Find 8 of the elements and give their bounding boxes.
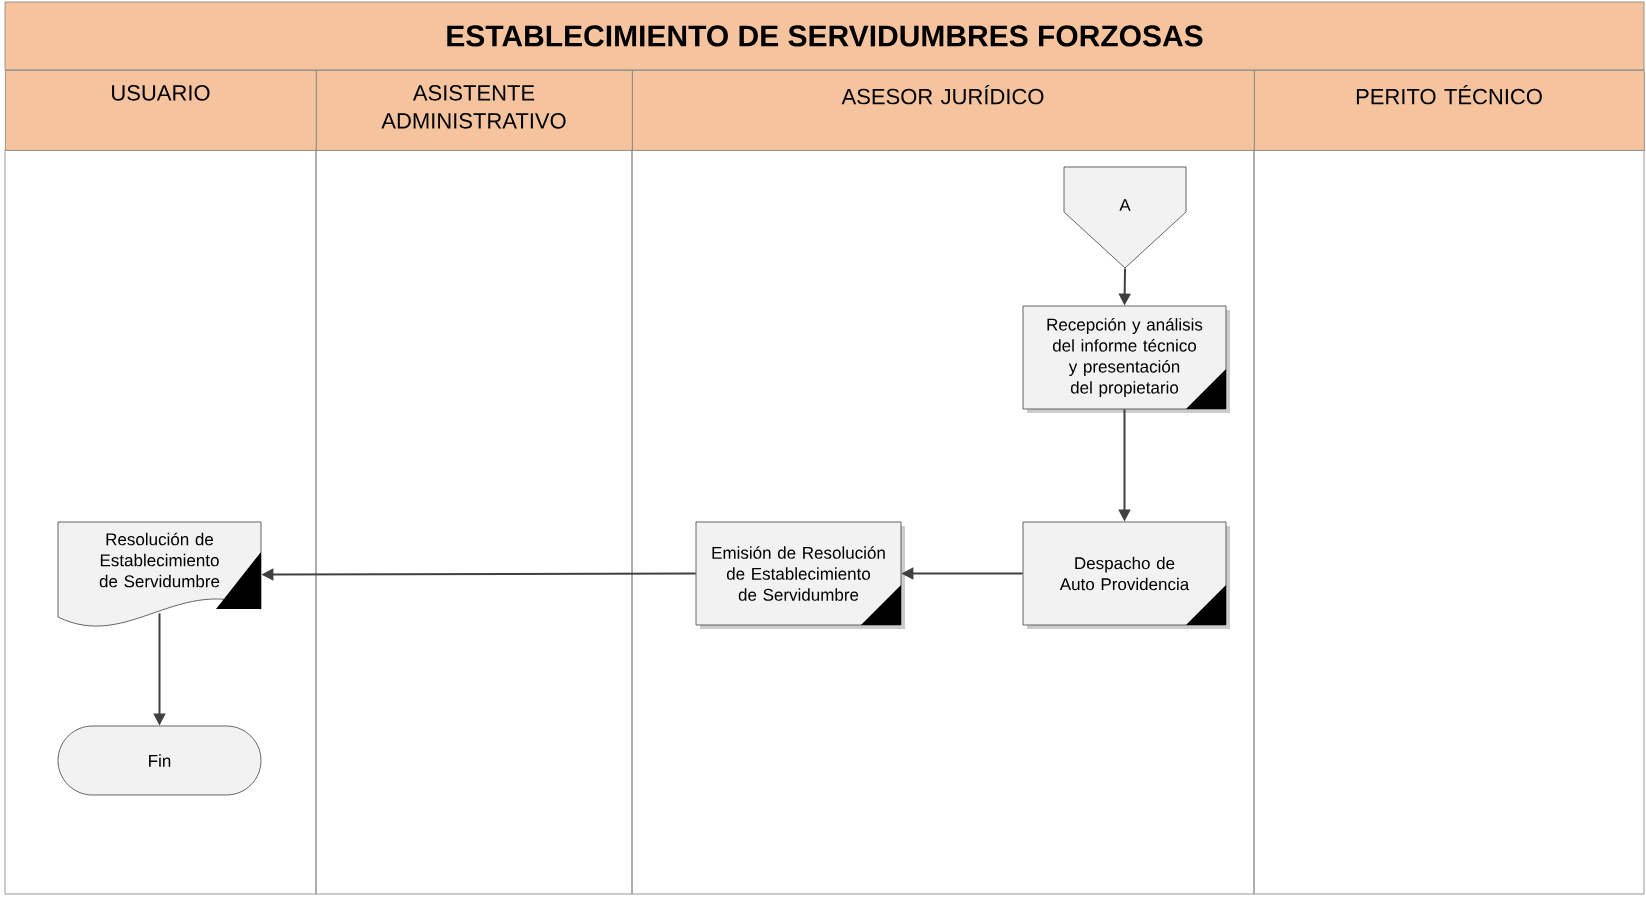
lane-header: USUARIO — [5, 70, 317, 151]
lane-header: ASESOR JURÍDICO — [632, 70, 1255, 151]
lane-header: ASISTENTE ADMINISTRATIVO — [316, 70, 633, 151]
process-box: Emisión de Resolución de Establecimiento de Servidumbre — [695, 521, 905, 629]
lane-header: PERITO TÉCNICO — [1254, 70, 1645, 151]
process-box: Despacho de Auto Providencia — [1022, 521, 1230, 629]
process-box: Recepción y análisis del informe técnico y presentación del propietario — [1022, 305, 1230, 413]
off-page-connector: A — [1063, 166, 1187, 269]
